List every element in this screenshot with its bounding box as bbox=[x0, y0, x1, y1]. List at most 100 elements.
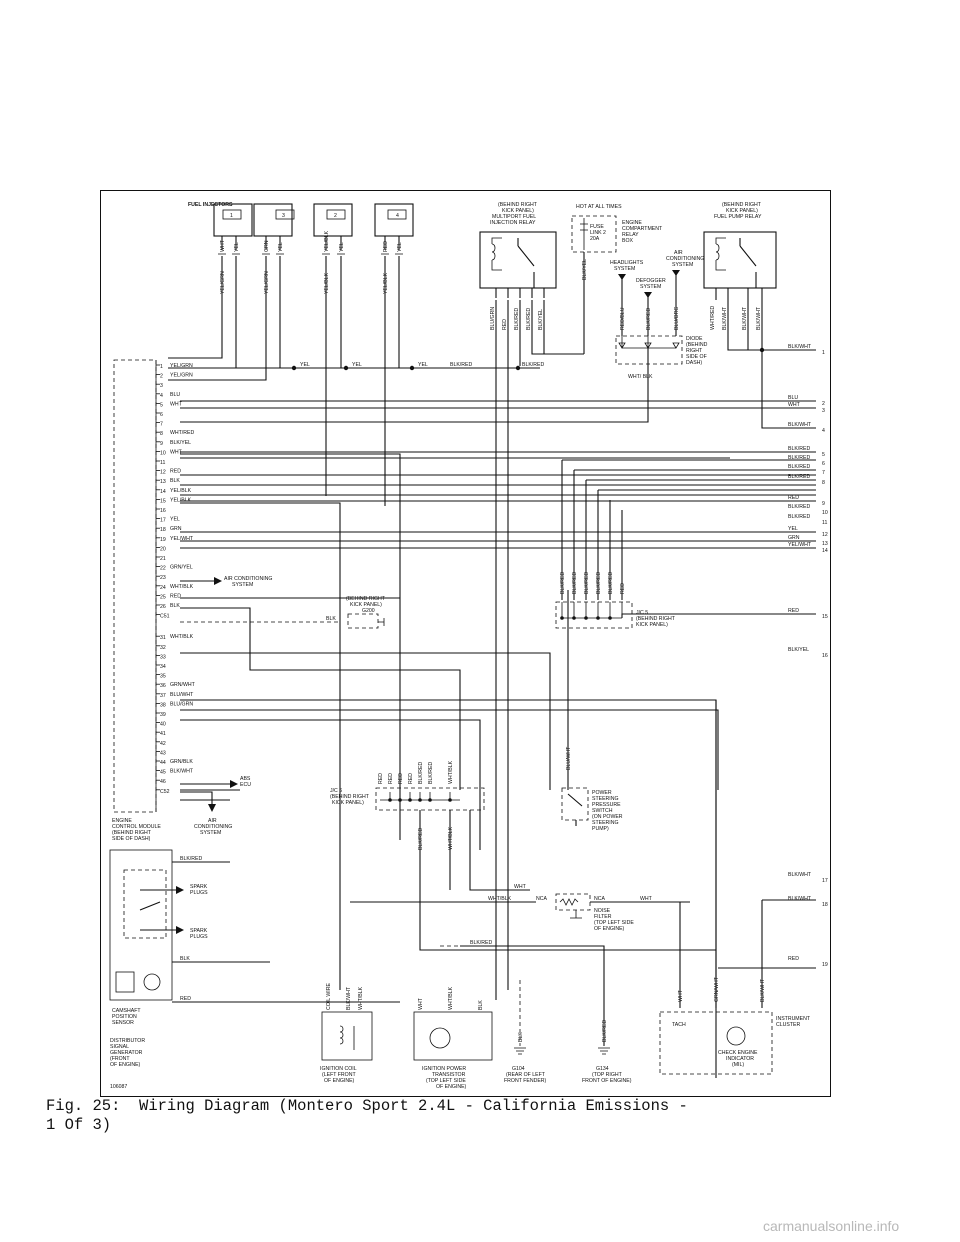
svg-text:PLUGS: PLUGS bbox=[190, 890, 208, 896]
svg-text:SENSOR: SENSOR bbox=[112, 1020, 134, 1026]
ecm-pin-number: 13 bbox=[160, 479, 166, 485]
wire-label: WHT bbox=[220, 239, 226, 252]
ecm-pin-number: 11 bbox=[160, 460, 165, 466]
svg-text:(BEHIND: (BEHIND bbox=[686, 342, 708, 348]
wire-label: RED bbox=[383, 241, 389, 252]
svg-text:CONDITIONING: CONDITIONING bbox=[666, 256, 704, 262]
wire-label: BLK/WHT bbox=[742, 306, 748, 330]
svg-text:OF ENGINE): OF ENGINE) bbox=[110, 1062, 141, 1068]
svg-text:ENGINE: ENGINE bbox=[112, 818, 132, 824]
svg-text:CONDITIONING: CONDITIONING bbox=[194, 824, 232, 830]
ecm-pin-wire: RED bbox=[170, 469, 181, 475]
right-ref-number: 2 bbox=[822, 401, 825, 407]
svg-text:WHT/BLK: WHT/BLK bbox=[448, 760, 454, 784]
svg-text:KICK PANEL): KICK PANEL) bbox=[636, 622, 668, 628]
ecm-pin-wire: YEL/BLK bbox=[170, 488, 192, 494]
svg-text:BOX: BOX bbox=[622, 238, 633, 244]
power-steering-switch: BLU/WHT POWER STEERING PRESSURE SWITCH (… bbox=[561, 590, 623, 832]
right-ref-wire: BLK/RED bbox=[788, 504, 810, 510]
wire-label: YEL/BLK bbox=[383, 272, 389, 294]
svg-text:FILTER: FILTER bbox=[594, 914, 612, 920]
wire-label: BLK/WHT bbox=[722, 306, 728, 330]
right-ref-wire: YEL/WHT bbox=[788, 542, 812, 548]
ecm-pin-number: 16 bbox=[160, 508, 166, 514]
svg-text:BLK/WHT: BLK/WHT bbox=[346, 986, 352, 1010]
ecm-pin-number: 14 bbox=[160, 489, 166, 495]
ecm-pin-number: 3 bbox=[160, 383, 163, 389]
ecm-pin-number: 26 bbox=[160, 604, 166, 610]
right-ref-wire: YEL bbox=[788, 526, 798, 532]
wire-label: YEL bbox=[397, 242, 403, 252]
svg-text:POSITION: POSITION bbox=[112, 1014, 137, 1020]
wire-label: YEL/GRN bbox=[220, 271, 226, 294]
right-ref-number: 17 bbox=[822, 878, 828, 884]
wire-label: BLK/YEL bbox=[538, 309, 544, 330]
svg-text:NCA: NCA bbox=[536, 896, 547, 902]
right-ref-number: 3 bbox=[822, 408, 825, 414]
svg-text:AIR CONDITIONING: AIR CONDITIONING bbox=[224, 576, 272, 582]
ecm-pin-number: 15 bbox=[160, 498, 166, 504]
ecm-pin-wire: GRN/BLK bbox=[170, 759, 193, 765]
right-ref-wire: BLK/RED bbox=[788, 464, 810, 470]
svg-text:NOISE: NOISE bbox=[594, 908, 611, 914]
svg-text:BLK: BLK bbox=[180, 956, 190, 962]
ecm-pin-wire: BLK/YEL bbox=[170, 440, 191, 446]
svg-text:FUSE: FUSE bbox=[590, 224, 604, 230]
ecm-pin-wire: WHT bbox=[170, 401, 183, 407]
right-ref-wire: BLU bbox=[788, 395, 798, 401]
diode-group: HEADLIGHTS SYSTEM DEFOGGER SYSTEM AIR CO… bbox=[180, 250, 708, 423]
svg-text:SPARK: SPARK bbox=[190, 884, 208, 890]
svg-text:RED: RED bbox=[398, 773, 404, 784]
svg-text:G134: G134 bbox=[596, 1066, 609, 1072]
figure-caption: Fig. 25: Wiring Diagram (Montero Sport 2… bbox=[46, 1097, 688, 1135]
svg-text:WHT: WHT bbox=[514, 884, 527, 890]
right-ref-wire: RED bbox=[788, 495, 799, 501]
svg-text:WHT/ BLK: WHT/ BLK bbox=[628, 374, 653, 380]
wiring-diagram: FUEL INJECTORS 1 3 2 4 WHT YEL GRN YEL Y… bbox=[100, 190, 831, 1097]
ecm-pin-wire: YEL/GRN bbox=[170, 363, 193, 369]
ecm-pin-wire: WHT/BLK bbox=[170, 634, 194, 640]
svg-text:GRN/WHT: GRN/WHT bbox=[714, 976, 720, 1002]
fuel-injectors: FUEL INJECTORS 1 3 2 4 WHT YEL GRN YEL Y… bbox=[168, 202, 414, 506]
svg-text:FRONT OF ENGINE): FRONT OF ENGINE) bbox=[582, 1078, 632, 1084]
fuel-pump-relay: (BEHIND RIGHT KICK PANEL) FUEL PUMP RELA… bbox=[703, 202, 816, 429]
svg-text:(BEHIND RIGHT: (BEHIND RIGHT bbox=[636, 616, 676, 622]
right-ref-number: 13 bbox=[822, 541, 828, 547]
svg-text:SIGNAL: SIGNAL bbox=[110, 1044, 129, 1050]
hot-at-all-times: HOT AT ALL TIMES bbox=[576, 204, 622, 210]
svg-text:BLK/RED: BLK/RED bbox=[572, 572, 578, 594]
ecm-pin-number: 6 bbox=[160, 412, 163, 418]
svg-text:IGNITION COIL: IGNITION COIL bbox=[320, 1066, 357, 1072]
right-ref-wire: BLK/RED bbox=[788, 474, 810, 480]
ecm-pin-wire: GRN/WHT bbox=[170, 682, 196, 688]
right-reference-list: BLK/WHT1BLU2WHT3BLK/WHT4BLK/RED5BLK/RED6… bbox=[788, 344, 828, 968]
svg-text:DIODE: DIODE bbox=[686, 336, 703, 342]
svg-text:BLK/RED: BLK/RED bbox=[418, 762, 424, 784]
distributor: BLK/RED BLK RED SPARK PLUGS SPARK PLUGS … bbox=[109, 849, 400, 1090]
svg-text:WHT: WHT bbox=[418, 997, 424, 1010]
ecm-pin-number: 37 bbox=[160, 693, 166, 699]
g200: BLK (BEHIND RIGHT KICK PANEL) G200 bbox=[180, 596, 386, 629]
svg-text:MULTIPORT FUEL: MULTIPORT FUEL bbox=[492, 214, 536, 220]
svg-text:J/C 6: J/C 6 bbox=[330, 788, 342, 794]
svg-text:(BEHIND RIGHT: (BEHIND RIGHT bbox=[346, 596, 386, 602]
right-ref-number: 16 bbox=[822, 653, 828, 659]
right-ref-wire: RED bbox=[788, 608, 799, 614]
svg-text:BLK/RED: BLK/RED bbox=[596, 572, 602, 594]
ecm-pin-number: 31 bbox=[160, 635, 166, 641]
ecm-pin-number: C51 bbox=[160, 614, 170, 620]
ecm-pin-number: 46 bbox=[160, 779, 166, 785]
svg-text:TRANSISTOR: TRANSISTOR bbox=[432, 1072, 466, 1078]
right-ref-number: 1 bbox=[822, 350, 825, 356]
svg-text:KICK PANEL): KICK PANEL) bbox=[350, 602, 382, 608]
svg-text:POWER: POWER bbox=[592, 790, 612, 796]
svg-text:SYSTEM: SYSTEM bbox=[640, 284, 661, 290]
svg-text:CAMSHAFT: CAMSHAFT bbox=[112, 1008, 141, 1014]
svg-text:FUEL PUMP RELAY: FUEL PUMP RELAY bbox=[714, 214, 762, 220]
svg-text:(ON POWER: (ON POWER bbox=[592, 814, 623, 820]
ecm-pin-number: 42 bbox=[160, 741, 166, 747]
jc5: BLK/RED BLK/RED BLK/RED BLK/RED BLK/RED … bbox=[555, 459, 816, 629]
ecm-pin-number: 45 bbox=[160, 770, 166, 776]
svg-text:RED: RED bbox=[378, 773, 384, 784]
